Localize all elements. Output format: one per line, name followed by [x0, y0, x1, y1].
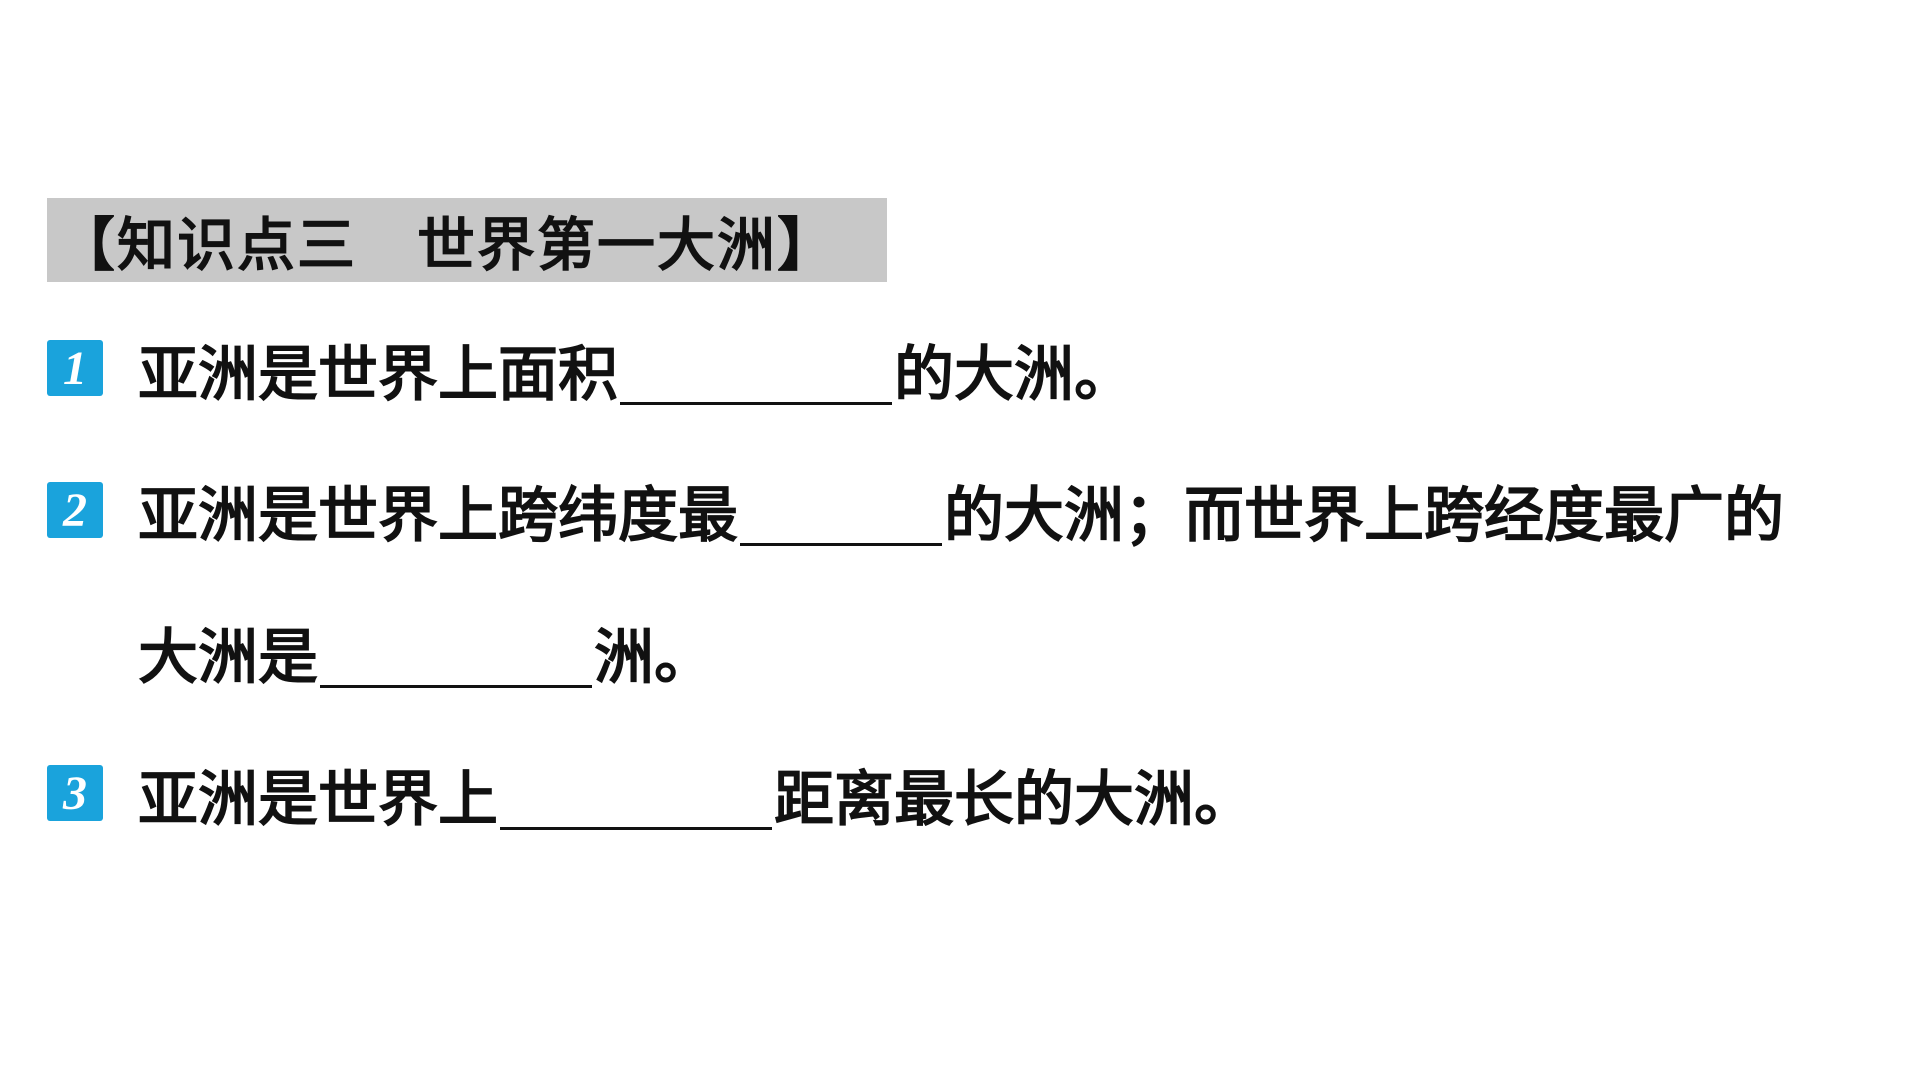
question-text: 亚洲是世界上跨纬度最 — [138, 481, 738, 551]
question-number-badge: 2 — [47, 482, 103, 538]
question-text: 大洲是 — [138, 623, 318, 693]
section-title: 【知识点三 世界第一大洲】 — [57, 211, 838, 279]
question-text: 洲。 — [594, 623, 714, 693]
question-1: 亚洲是世界上面积 的大洲。 — [138, 325, 1134, 405]
section-header: 【知识点三 世界第一大洲】 — [47, 198, 887, 282]
question-3: 亚洲是世界上 距离最长的大洲。 — [138, 750, 1254, 830]
question-text: 距离最长的大洲。 — [774, 765, 1254, 835]
question-number-badge: 3 — [47, 765, 103, 821]
question-number-badge: 1 — [47, 340, 103, 396]
question-2-continued: 大洲是 洲。 — [138, 608, 714, 688]
question-text: 的大洲；而世界上跨经度最广的 — [944, 481, 1784, 551]
question-text: 亚洲是世界上 — [138, 765, 498, 835]
question-2: 亚洲是世界上跨纬度最 的大洲；而世界上跨经度最广的 — [138, 466, 1784, 546]
answer-blank[interactable] — [500, 771, 772, 830]
question-text: 的大洲。 — [894, 340, 1134, 410]
answer-blank[interactable] — [740, 487, 942, 546]
answer-blank[interactable] — [620, 346, 892, 405]
answer-blank[interactable] — [320, 629, 592, 688]
question-text: 亚洲是世界上面积 — [138, 340, 618, 410]
